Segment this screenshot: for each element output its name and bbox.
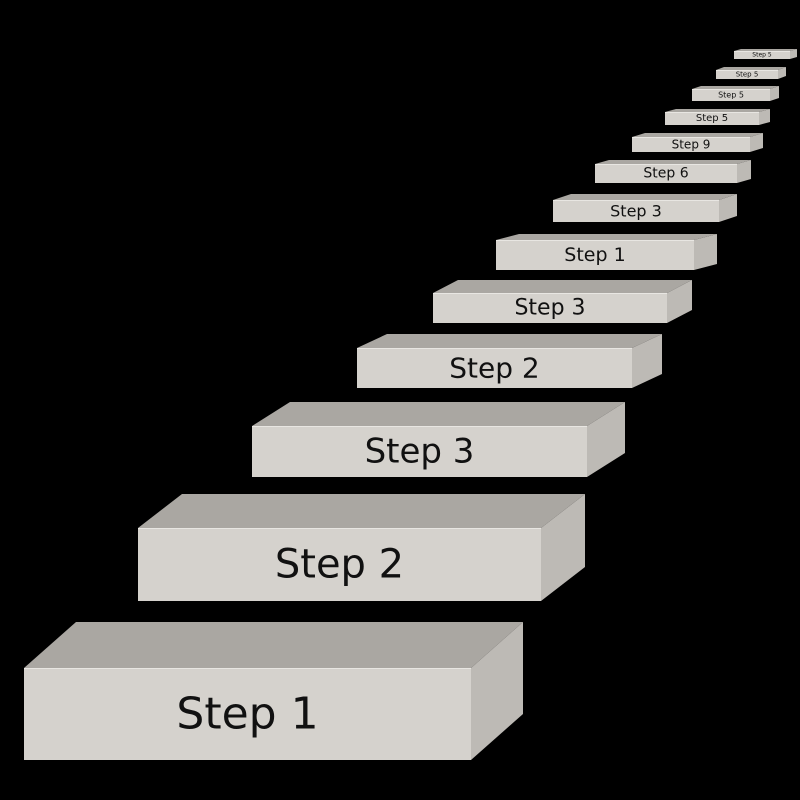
step-top-face [734, 49, 797, 51]
step-block-4: Step 2 [357, 334, 662, 388]
step-front-face [24, 668, 471, 760]
step-top-face [665, 109, 770, 112]
step-label: Step 3 [610, 202, 662, 221]
step-label: Step 1 [176, 689, 318, 740]
step-side-face [778, 67, 786, 79]
step-side-face [770, 86, 779, 101]
step-label: Step 3 [514, 296, 585, 321]
step-block-12: Step 5 [716, 67, 786, 79]
step-top-face [24, 622, 523, 668]
step-label: Step 5 [696, 113, 728, 124]
step-front-face [632, 137, 750, 152]
step-side-face [719, 194, 737, 222]
step-label: Step 3 [365, 432, 475, 472]
step-front-face [692, 89, 770, 101]
step-top-face [692, 86, 779, 89]
step-front-face [553, 200, 719, 222]
step-label: Step 6 [643, 166, 688, 182]
step-label: Step 9 [672, 138, 711, 152]
step-front-face [138, 528, 541, 601]
step-label: Step 2 [275, 542, 404, 588]
step-front-face [665, 112, 759, 125]
step-front-face [716, 70, 778, 79]
step-blocks: Step 5 Step 5 Step 5 Step 5 Step 9 Step 6 Step… [24, 49, 797, 760]
step-front-face [496, 240, 694, 270]
step-top-face [632, 133, 763, 137]
step-block-8: Step 6 [595, 160, 751, 183]
step-front-face [433, 293, 667, 323]
step-label: Step 5 [752, 52, 772, 59]
step-side-face [541, 494, 585, 601]
step-side-face [737, 160, 751, 183]
step-side-face [790, 49, 797, 59]
step-side-face [694, 234, 717, 270]
step-top-face [357, 334, 662, 348]
step-block-3: Step 3 [252, 402, 625, 477]
step-front-face [734, 51, 790, 59]
step-side-face [632, 334, 662, 388]
step-top-face [496, 234, 717, 240]
step-label: Step 1 [564, 244, 625, 266]
step-block-1: Step 1 [24, 622, 523, 760]
step-block-9: Step 9 [632, 133, 763, 152]
step-top-face [252, 402, 625, 426]
step-side-face [759, 109, 770, 125]
step-side-face [471, 622, 523, 760]
step-top-face [595, 160, 751, 164]
step-front-face [595, 164, 737, 183]
step-front-face [252, 426, 587, 477]
step-side-face [667, 280, 692, 323]
step-block-10: Step 5 [665, 109, 770, 125]
step-block-13: Step 5 [734, 49, 797, 59]
step-top-face [138, 494, 585, 528]
step-label: Step 5 [736, 71, 759, 79]
step-top-face [716, 67, 786, 70]
step-side-face [587, 402, 625, 477]
step-block-6: Step 1 [496, 234, 717, 270]
step-block-11: Step 5 [692, 86, 779, 101]
step-top-face [553, 194, 737, 200]
step-front-face [357, 348, 632, 388]
step-label: Step 5 [718, 91, 744, 100]
step-block-7: Step 3 [553, 194, 737, 222]
step-block-5: Step 3 [433, 280, 692, 323]
step-block-2: Step 2 [138, 494, 585, 601]
step-side-face [750, 133, 763, 152]
step-top-face [433, 280, 692, 293]
step-label: Step 2 [449, 352, 539, 385]
